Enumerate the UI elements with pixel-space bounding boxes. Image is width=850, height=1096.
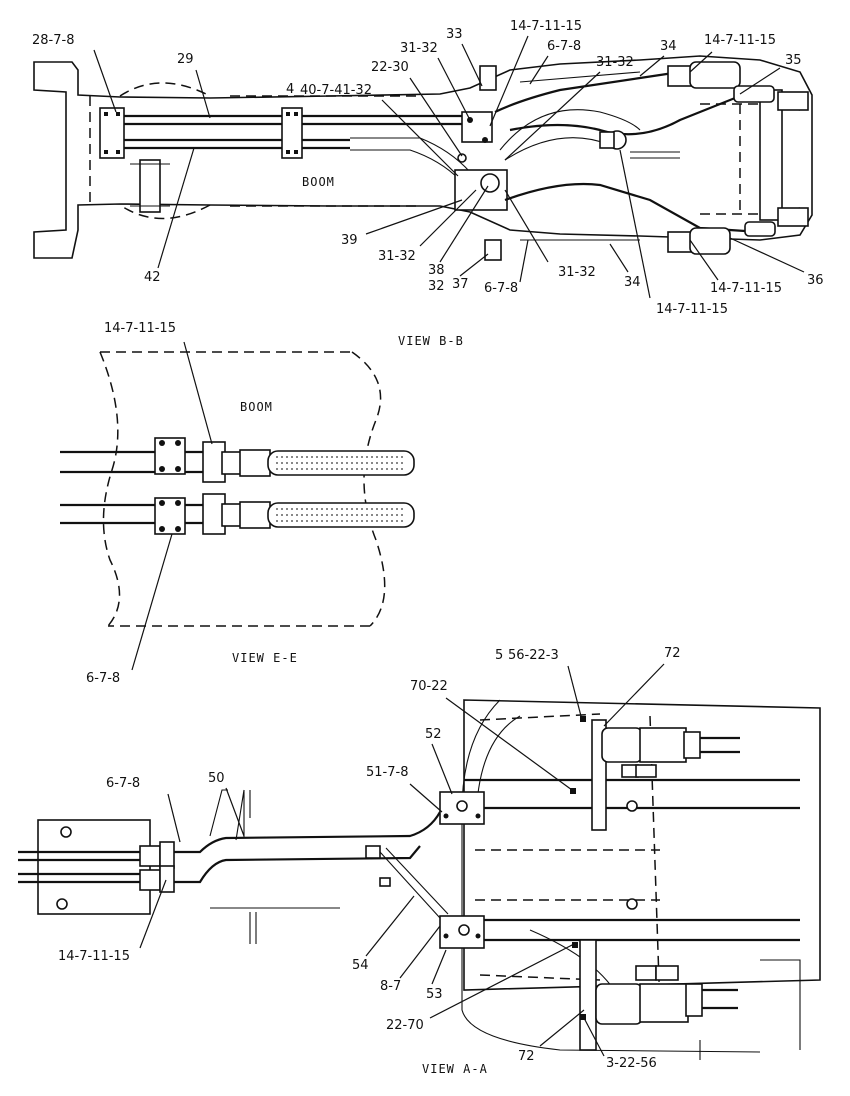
callout-38: 38 [428, 185, 489, 278]
svg-text:38: 38 [428, 263, 445, 278]
svg-text:51-7-8: 51-7-8 [366, 765, 408, 780]
callout-6-7-8-b: 6-7-8 [484, 239, 529, 296]
callout-14-7-11-15-ee: 14-7-11-15 [104, 321, 213, 445]
callout-29: 29 [177, 52, 211, 119]
svg-text:14-7-11-15: 14-7-11-15 [58, 949, 130, 964]
callout-52: 52 [425, 727, 453, 795]
callout-33: 33 [446, 27, 483, 87]
svg-text:28-7-8: 28-7-8 [32, 33, 74, 48]
svg-text:22-70: 22-70 [386, 1018, 424, 1033]
callout-14-7-11-15-a: 14-7-11-15 [489, 19, 582, 127]
svg-text:40-7-41-32: 40-7-41-32 [300, 83, 372, 98]
callout-14-7-11-15-b: 14-7-11-15 [689, 33, 776, 73]
svg-text:6-7-8: 6-7-8 [106, 776, 140, 791]
callout-51-7-8: 51-7-8 [366, 765, 443, 813]
callout-3-22-56: 3-22-56 [583, 1017, 657, 1071]
callout-31-32-d: 31-32 [504, 189, 596, 280]
svg-text:72: 72 [518, 1049, 535, 1064]
callout-50: 50 [208, 771, 245, 837]
svg-text:6-7-8: 6-7-8 [484, 281, 518, 296]
svg-text:52: 52 [425, 727, 442, 742]
svg-text:5: 5 [495, 648, 503, 663]
svg-text:14-7-11-15: 14-7-11-15 [104, 321, 176, 336]
callout-6-7-8-aa: 6-7-8 [106, 776, 181, 843]
callout-32: 32 [428, 279, 445, 294]
svg-text:34: 34 [660, 39, 677, 54]
svg-text:31-32: 31-32 [378, 249, 416, 264]
view-ee: BOOM 14-7-11-15 6-7-8 VIEW E-E [60, 321, 415, 686]
svg-text:31-32: 31-32 [596, 55, 634, 70]
svg-text:22-30: 22-30 [371, 60, 409, 75]
svg-text:31-32: 31-32 [558, 265, 596, 280]
svg-text:4: 4 [286, 82, 294, 97]
callout-22-70: 22-70 [386, 943, 575, 1033]
callout-34-b: 34 [609, 243, 641, 290]
svg-text:36: 36 [807, 273, 824, 288]
callout-8-7: 8-7 [380, 925, 441, 994]
callout-70-22: 70-22 [410, 679, 573, 791]
callout-40-7-41-32: 40-7-41-32 [300, 83, 459, 177]
callout-42: 42 [144, 147, 195, 285]
svg-text:3-22-56: 3-22-56 [606, 1056, 657, 1071]
callout-72-a: 72 [603, 646, 681, 727]
svg-text:6-7-8: 6-7-8 [547, 39, 581, 54]
callout-14-7-11-15-aa: 14-7-11-15 [58, 879, 167, 964]
svg-text:50: 50 [208, 771, 225, 786]
callout-34-a: 34 [639, 39, 677, 77]
tube-clamp [99, 107, 303, 159]
boom-label-ee: BOOM [240, 400, 273, 414]
callout-31-32-b: 31-32 [504, 55, 634, 161]
callout-31-32-a: 31-32 [400, 41, 471, 121]
callout-22-30: 22-30 [371, 60, 463, 157]
svg-text:42: 42 [144, 270, 161, 285]
svg-text:37: 37 [452, 277, 469, 292]
svg-text:32: 32 [428, 279, 445, 294]
svg-text:8-7: 8-7 [380, 979, 401, 994]
svg-text:29: 29 [177, 52, 194, 67]
svg-text:14-7-11-15: 14-7-11-15 [704, 33, 776, 48]
view-aa: 5 56-22-3 72 70-22 52 51-7-8 6-7-8 50 14… [18, 646, 821, 1076]
callout-6-7-8-ee: 6-7-8 [86, 533, 173, 686]
callout-31-32-c: 31-32 [378, 189, 477, 264]
svg-text:31-32: 31-32 [400, 41, 438, 56]
svg-text:39: 39 [341, 233, 358, 248]
svg-text:6-7-8: 6-7-8 [86, 671, 120, 686]
callout-39: 39 [341, 199, 463, 248]
svg-text:14-7-11-15: 14-7-11-15 [710, 281, 782, 296]
callout-5: 5 [495, 648, 503, 663]
svg-text:34: 34 [624, 275, 641, 290]
view-bb: 28-7-8 29 4 40-7-41-32 22-30 31-32 33 14… [32, 19, 824, 348]
callout-54: 54 [352, 895, 415, 973]
svg-text:35: 35 [785, 53, 802, 68]
view-aa-title: VIEW A-A [422, 1062, 488, 1076]
callout-53: 53 [426, 949, 447, 1002]
boom-label-bb: BOOM [302, 175, 335, 189]
svg-text:53: 53 [426, 987, 443, 1002]
callout-6-7-8-a: 6-7-8 [529, 39, 581, 85]
callout-35: 35 [739, 53, 802, 95]
callout-4: 4 [286, 82, 294, 97]
callout-37: 37 [452, 253, 489, 292]
callout-36: 36 [729, 237, 824, 288]
view-bb-title: VIEW B-B [398, 334, 464, 348]
callout-14-7-11-15-c: 14-7-11-15 [689, 239, 782, 296]
svg-text:14-7-11-15: 14-7-11-15 [510, 19, 582, 34]
svg-text:70-22: 70-22 [410, 679, 448, 694]
svg-text:14-7-11-15: 14-7-11-15 [656, 302, 728, 317]
view-ee-title: VIEW E-E [232, 651, 298, 665]
svg-text:54: 54 [352, 958, 369, 973]
callout-56-22-3: 56-22-3 [508, 648, 583, 721]
callout-28-7-8: 28-7-8 [32, 33, 117, 113]
callout-14-7-11-15-d: 14-7-11-15 [619, 149, 728, 317]
svg-text:33: 33 [446, 27, 463, 42]
callout-72-b: 72 [518, 1009, 585, 1064]
svg-text:56-22-3: 56-22-3 [508, 648, 559, 663]
svg-text:72: 72 [664, 646, 681, 661]
